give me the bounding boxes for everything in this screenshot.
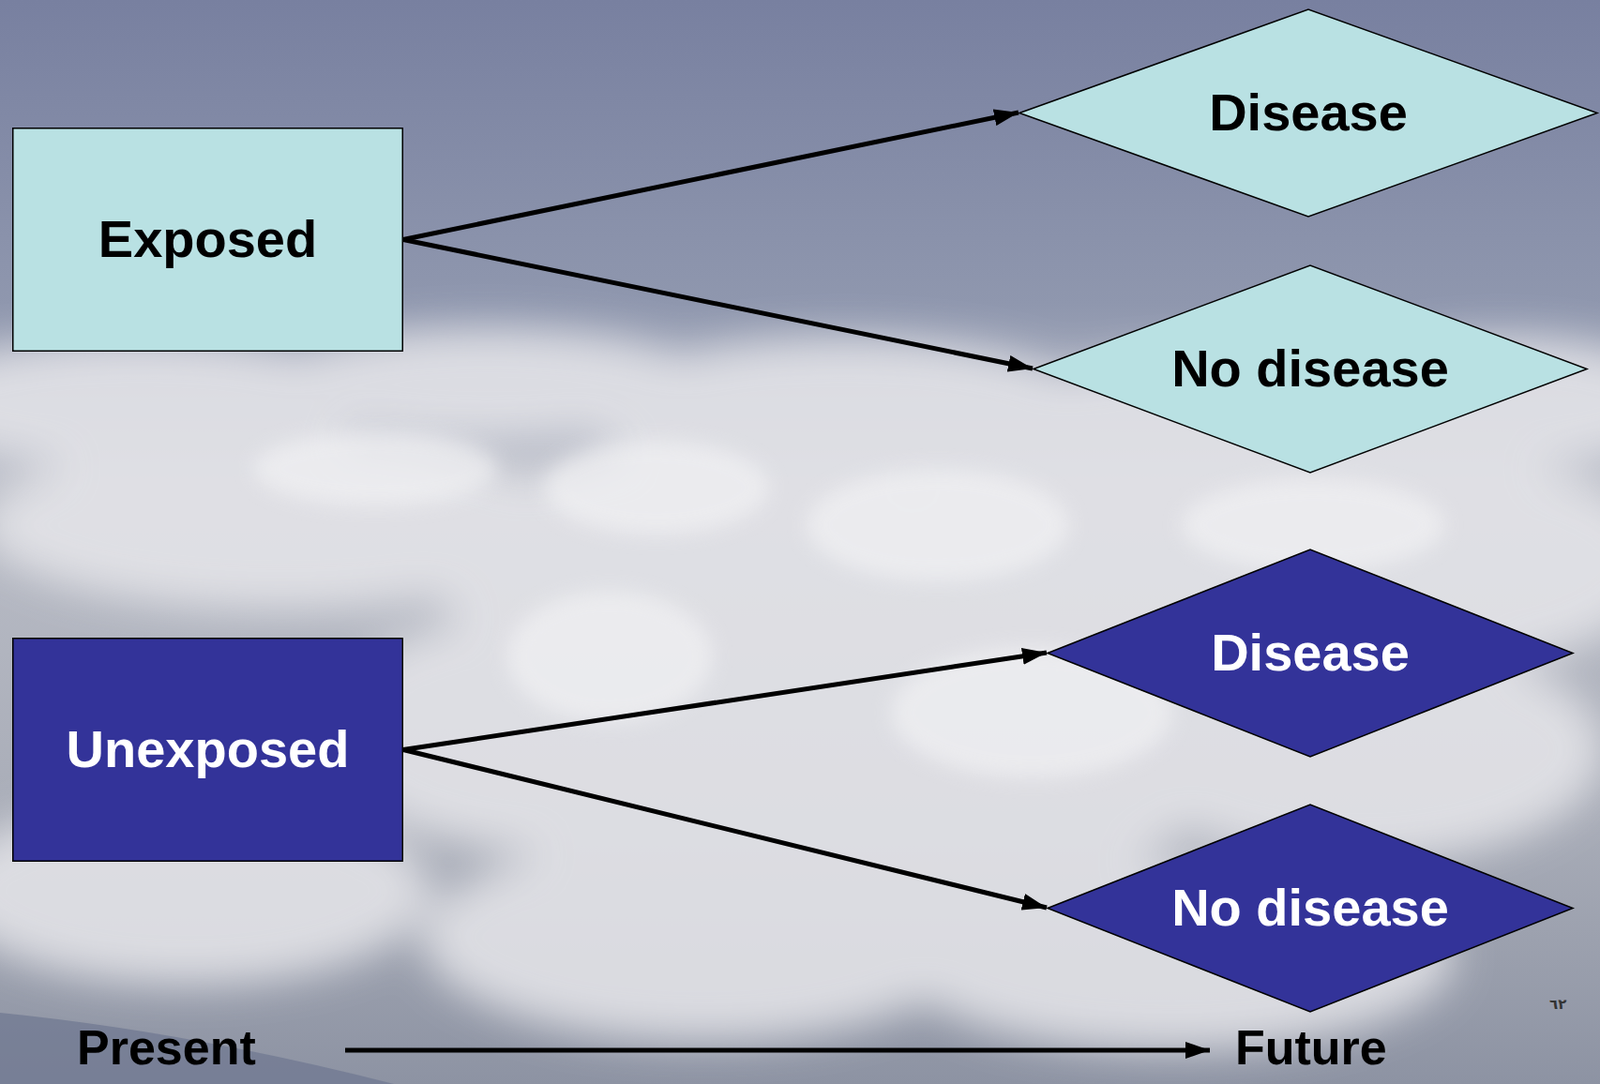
text-group: No disease bbox=[1171, 338, 1450, 399]
time-label: Future bbox=[1235, 1020, 1388, 1077]
text-group: Exposed bbox=[98, 209, 317, 270]
diamond-shape bbox=[1033, 265, 1587, 473]
text-group: Disease bbox=[1210, 622, 1410, 683]
box-shape bbox=[13, 638, 404, 862]
diamond-shape bbox=[1047, 549, 1573, 757]
node-label: Unexposed bbox=[66, 719, 350, 780]
box-shape bbox=[13, 128, 404, 352]
time-label: Present bbox=[76, 1020, 257, 1077]
wing-edge bbox=[0, 1012, 394, 1084]
arrow-connector bbox=[403, 240, 1033, 370]
outcome-diamond: No disease bbox=[1032, 264, 1588, 474]
time-arrow bbox=[345, 1048, 1210, 1054]
node-label: No disease bbox=[1171, 338, 1450, 399]
exposure-box: Unexposed bbox=[12, 637, 404, 862]
diamond-shape bbox=[1047, 804, 1573, 1012]
arrow-connector bbox=[403, 112, 1019, 241]
text-group: Unexposed bbox=[66, 719, 350, 780]
node-label: Exposed bbox=[98, 209, 317, 270]
arrow-connector bbox=[403, 652, 1047, 751]
outcome-diamond: Disease bbox=[1018, 8, 1599, 218]
arrow-connector bbox=[403, 750, 1047, 909]
exposure-box: Exposed bbox=[12, 127, 404, 352]
node-label: Disease bbox=[1208, 82, 1408, 143]
outcome-diamond: No disease bbox=[1046, 803, 1574, 1013]
node-label: No disease bbox=[1171, 877, 1450, 938]
outcome-diamond: Disease bbox=[1046, 548, 1574, 758]
page-number: ٦٢ bbox=[1549, 996, 1567, 1012]
text-group: Disease bbox=[1208, 82, 1408, 143]
diamond-shape bbox=[1019, 9, 1598, 217]
node-label: Disease bbox=[1210, 622, 1410, 683]
text-group: No disease bbox=[1171, 877, 1450, 938]
